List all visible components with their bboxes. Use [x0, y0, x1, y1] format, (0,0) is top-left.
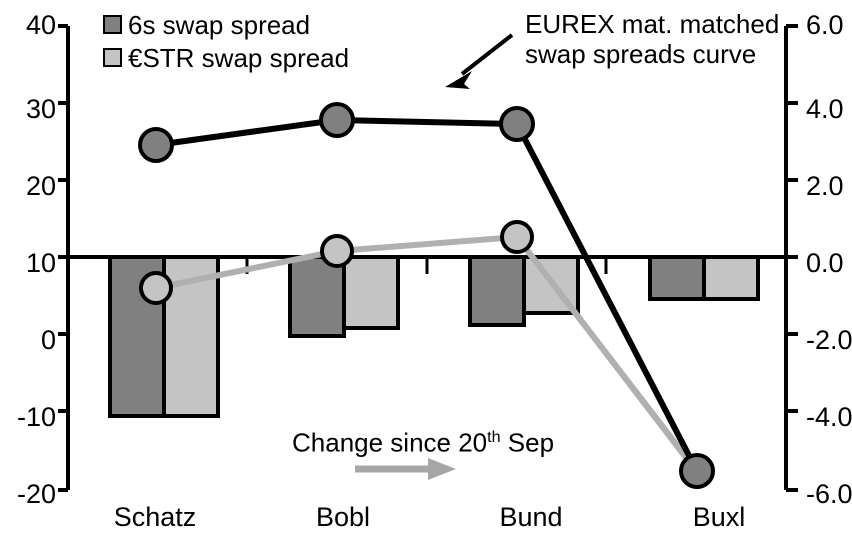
bar-group-bobl [288, 255, 400, 338]
legend-item-6s-swap-spread[interactable]: 6s swap spread [103, 8, 349, 41]
left-axis-tick-20: 20 [25, 171, 56, 201]
right-axis-tick-neg4: -4.0 [806, 402, 852, 432]
right-axis-tick-0: 0.0 [806, 248, 844, 278]
x-axis-label-schatz: Schatz [113, 502, 197, 532]
right-axis-tick-2: 2.0 [806, 171, 844, 201]
annotation-eurex-line2: swap spreads curve [525, 38, 757, 69]
bar-6s-bund[interactable] [468, 255, 526, 327]
left-axis-tick-0: 0 [40, 325, 56, 355]
x-axis-label-buxl: Buxl [692, 502, 746, 532]
line-series-estr-curve [139, 220, 709, 485]
annotation-change-since: Change since 20th Sep [292, 428, 554, 459]
arrow-right-icon [355, 458, 456, 480]
legend-label: 6s swap spread [128, 9, 311, 40]
marker-eurex-buxl[interactable] [679, 453, 715, 489]
left-axis-tick-40: 40 [25, 10, 56, 40]
left-axis-tick-30: 30 [25, 94, 56, 124]
bar-group-buxl [648, 255, 760, 301]
marker-estr-bund[interactable] [500, 220, 534, 254]
annotation-change-prefix: Change since 20 [292, 427, 488, 458]
annotation-change-suffix: Sep [500, 427, 555, 458]
marker-estr-schatz[interactable] [139, 271, 173, 305]
annotation-eurex-line1: EUREX mat. matched [525, 9, 780, 39]
marker-eurex-bobl[interactable] [319, 102, 355, 138]
chart-legend: 6s swap spread €STR swap spread [103, 8, 349, 74]
left-axis-tick-neg10: -10 [16, 402, 56, 432]
arrow-down-left-icon [445, 33, 514, 89]
x-axis-label-bund: Bund [499, 502, 563, 532]
right-axis-spine [784, 24, 798, 492]
left-axis-tick-neg20: -20 [16, 479, 56, 509]
marker-eurex-bund[interactable] [499, 106, 535, 142]
marker-estr-bobl[interactable] [320, 234, 354, 268]
legend-swatch-dark-icon [103, 15, 122, 34]
legend-item-estr-swap-spread[interactable]: €STR swap spread [103, 41, 349, 74]
bar-estr-bobl[interactable] [342, 255, 400, 330]
right-axis-tick-4: 4.0 [806, 94, 844, 124]
x-axis-label-bobl: Bobl [315, 502, 371, 532]
right-axis-tick-neg2: -2.0 [806, 325, 852, 355]
legend-label: €STR swap spread [128, 42, 350, 73]
right-axis-tick-6: 6.0 [806, 10, 844, 40]
line-series-eurex-curve [138, 102, 715, 489]
annotation-change-sup: th [487, 428, 501, 446]
bar-estr-buxl[interactable] [702, 255, 760, 301]
legend-swatch-light-icon [103, 48, 122, 67]
bar-6s-buxl[interactable] [648, 255, 706, 301]
marker-eurex-schatz[interactable] [138, 127, 174, 163]
annotation-eurex-curve: EUREX mat. matched swap spreads curve [525, 9, 780, 70]
right-axis-tick-neg6: -6.0 [806, 479, 852, 509]
bar-6s-bobl[interactable] [288, 255, 346, 338]
left-axis-tick-10: 10 [25, 248, 56, 278]
